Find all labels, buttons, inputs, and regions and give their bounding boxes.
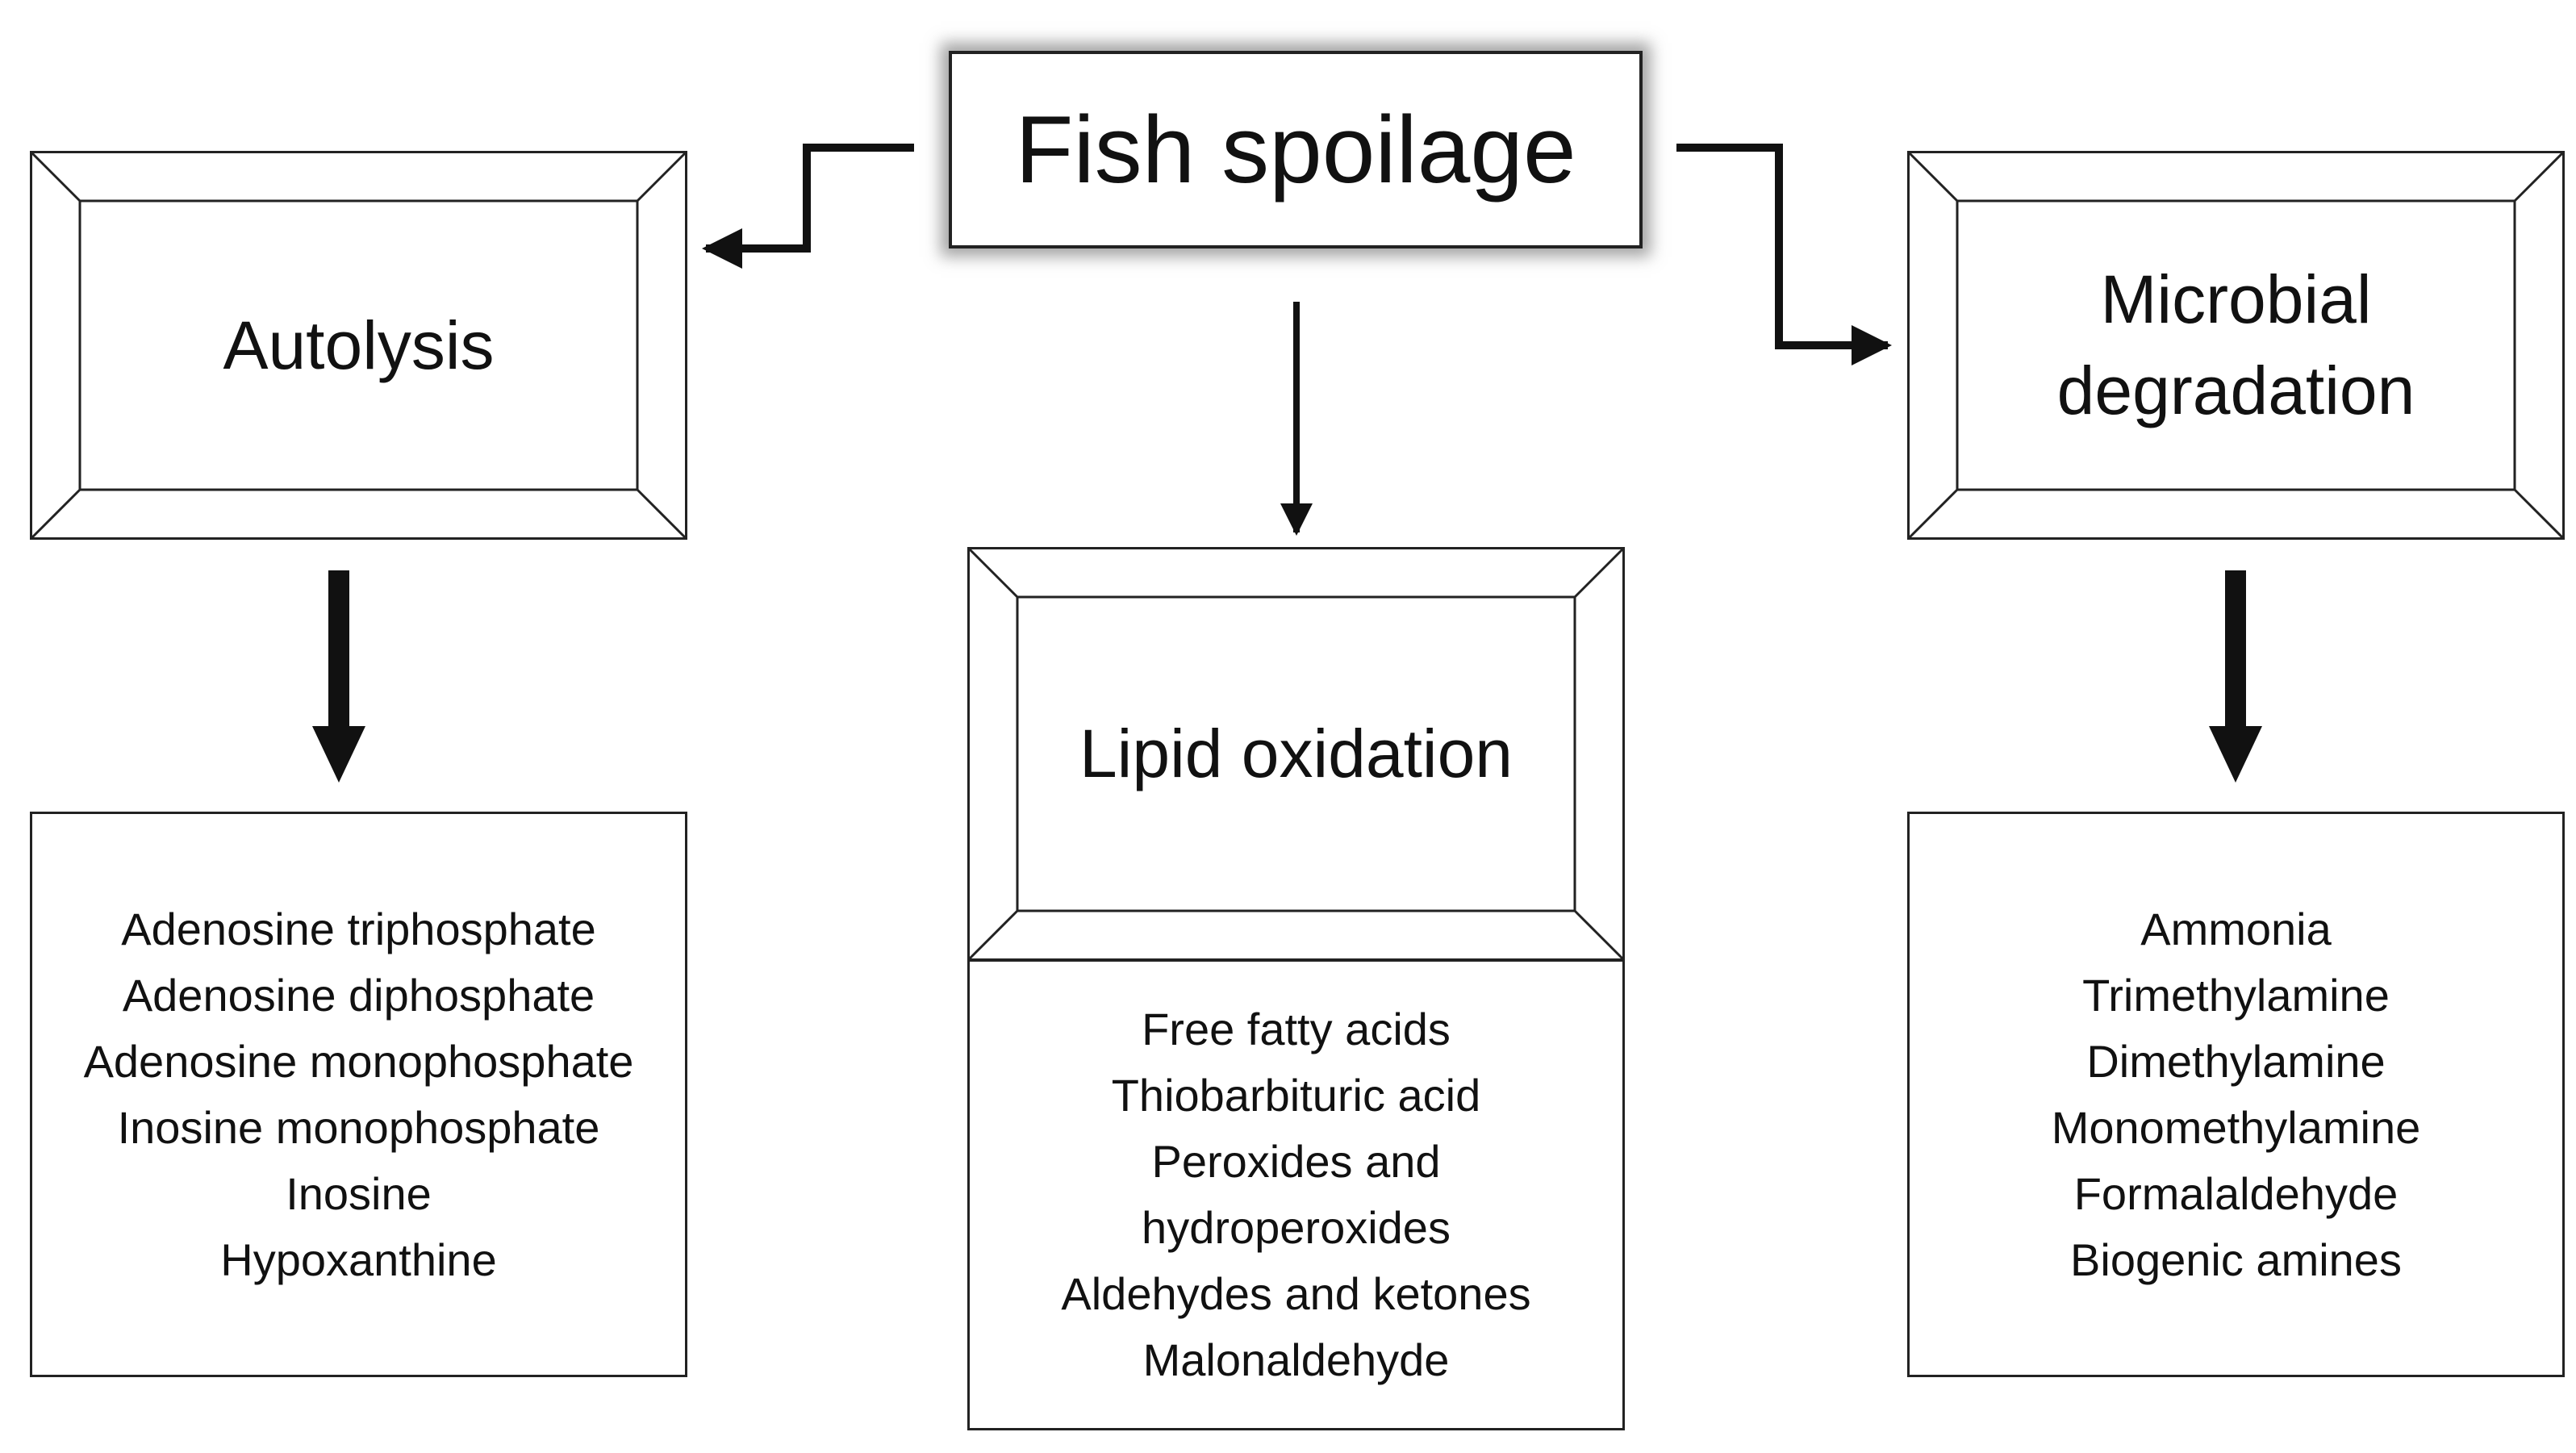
product-item: Malonaldehyde [1142,1334,1450,1385]
label-line: Lipid oxidation [1079,716,1513,792]
product-item: hydroperoxides [1142,1202,1451,1253]
product-item: Inosine [286,1167,432,1219]
product-item: Ammonia [2140,903,2332,954]
product-item: Aldehydes and ketones [1061,1268,1531,1319]
product-item: Adenosine triphosphate [121,903,596,954]
product-item: Adenosine monophosphate [83,1035,634,1087]
product-item: Adenosine diphosphate [122,969,595,1021]
category-microbial-degradation: Microbial degradation [1907,151,2565,540]
arrow-microbial-head [2209,726,2262,783]
category-lipid-oxidation: Lipid oxidation [967,547,1625,961]
bevel-frame [30,151,687,540]
products-microbial-degradation: Ammonia Trimethylamine Dimethylamine Mon… [1907,812,2565,1377]
category-label-microbial-degradation: Microbial degradation [1957,201,2515,490]
label-line: degradation [2056,353,2415,428]
root-label: Fish spoilage [1015,96,1576,203]
bevel-frame [1907,151,2565,540]
products-lipid-oxidation: Free fatty acids Thiobarbituric acid Per… [967,959,1625,1430]
product-item: Dimethylamine [2086,1035,2386,1087]
product-item: Free fatty acids [1142,1004,1451,1054]
root-node: Fish spoilage [949,51,1643,248]
label-line: Autolysis [223,307,495,383]
connector-root-to-microbial [1676,144,1892,365]
category-label-lipid-oxidation: Lipid oxidation [1017,597,1575,911]
connector-root-to-autolysis [702,144,914,269]
product-item: Biogenic amines [2070,1234,2402,1285]
product-item: Formalaldehyde [2073,1167,2399,1219]
products-autolysis: Adenosine triphosphate Adenosine diphosp… [30,812,687,1377]
category-label-autolysis: Autolysis [80,201,637,490]
label-line: Microbial [2100,261,2372,338]
product-item: Peroxides and [1151,1136,1441,1187]
product-item: Inosine monophosphate [117,1101,600,1153]
product-item: Thiobarbituric acid [1111,1070,1481,1121]
arrow-autolysis-head [312,726,365,783]
product-item: Hypoxanthine [220,1234,497,1285]
product-item: Trimethylamine [2082,969,2390,1021]
product-item: Monomethylamine [2051,1101,2421,1153]
category-autolysis: Autolysis [30,151,687,540]
